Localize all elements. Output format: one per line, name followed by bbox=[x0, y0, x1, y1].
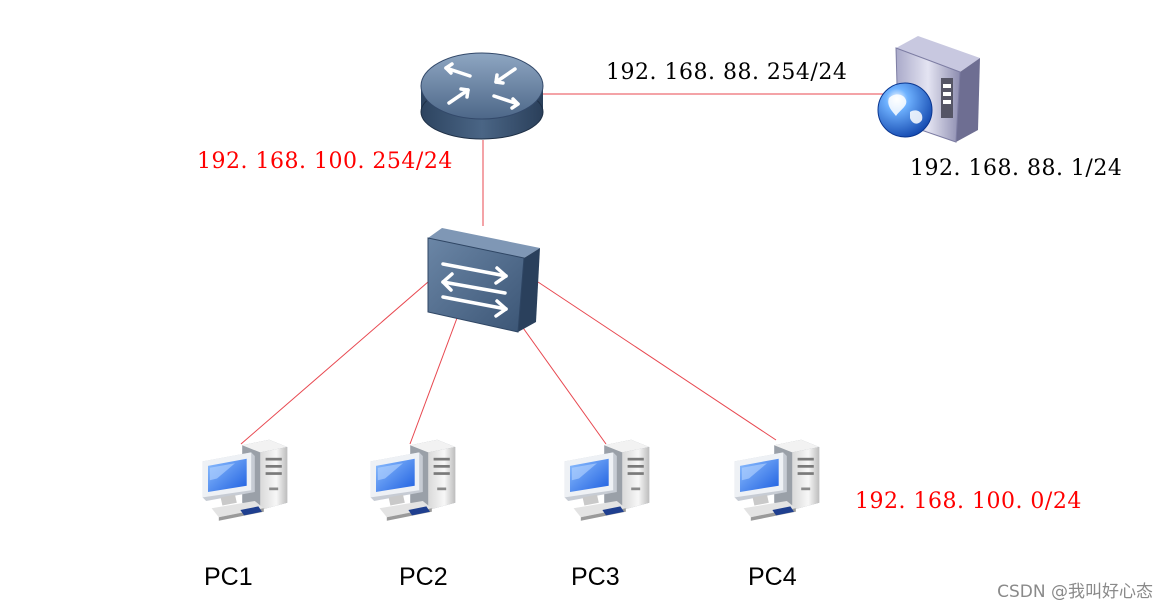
link-switch-pc2 bbox=[409, 309, 461, 445]
watermark-text: CSDN @我叫好心态 bbox=[997, 582, 1153, 602]
server-globe-icon[interactable] bbox=[877, 36, 980, 143]
router-server-link-ip-label: 192. 168. 88. 254/24 bbox=[606, 60, 848, 85]
link-switch-pc1 bbox=[240, 281, 429, 445]
switch-icon[interactable] bbox=[427, 228, 540, 333]
pc4-label: PC4 bbox=[748, 563, 797, 591]
router-lan-ip-label: 192. 168. 100. 254/24 bbox=[197, 149, 453, 174]
pc4-icon[interactable] bbox=[734, 439, 820, 521]
router-icon[interactable] bbox=[420, 52, 544, 140]
pc1-label: PC1 bbox=[204, 563, 253, 591]
pc2-label: PC2 bbox=[399, 563, 448, 591]
link-switch-pc3 bbox=[515, 317, 607, 445]
server-ip-label: 192. 168. 88. 1/24 bbox=[910, 156, 1123, 181]
pc3-icon[interactable] bbox=[564, 439, 650, 521]
pc2-icon[interactable] bbox=[370, 439, 456, 521]
link-switch-pc4 bbox=[537, 281, 777, 441]
links bbox=[240, 93, 885, 445]
pc-subnet-label: 192. 168. 100. 0/24 bbox=[855, 489, 1082, 514]
pc3-label: PC3 bbox=[571, 563, 620, 591]
pc1-icon[interactable] bbox=[202, 439, 288, 521]
